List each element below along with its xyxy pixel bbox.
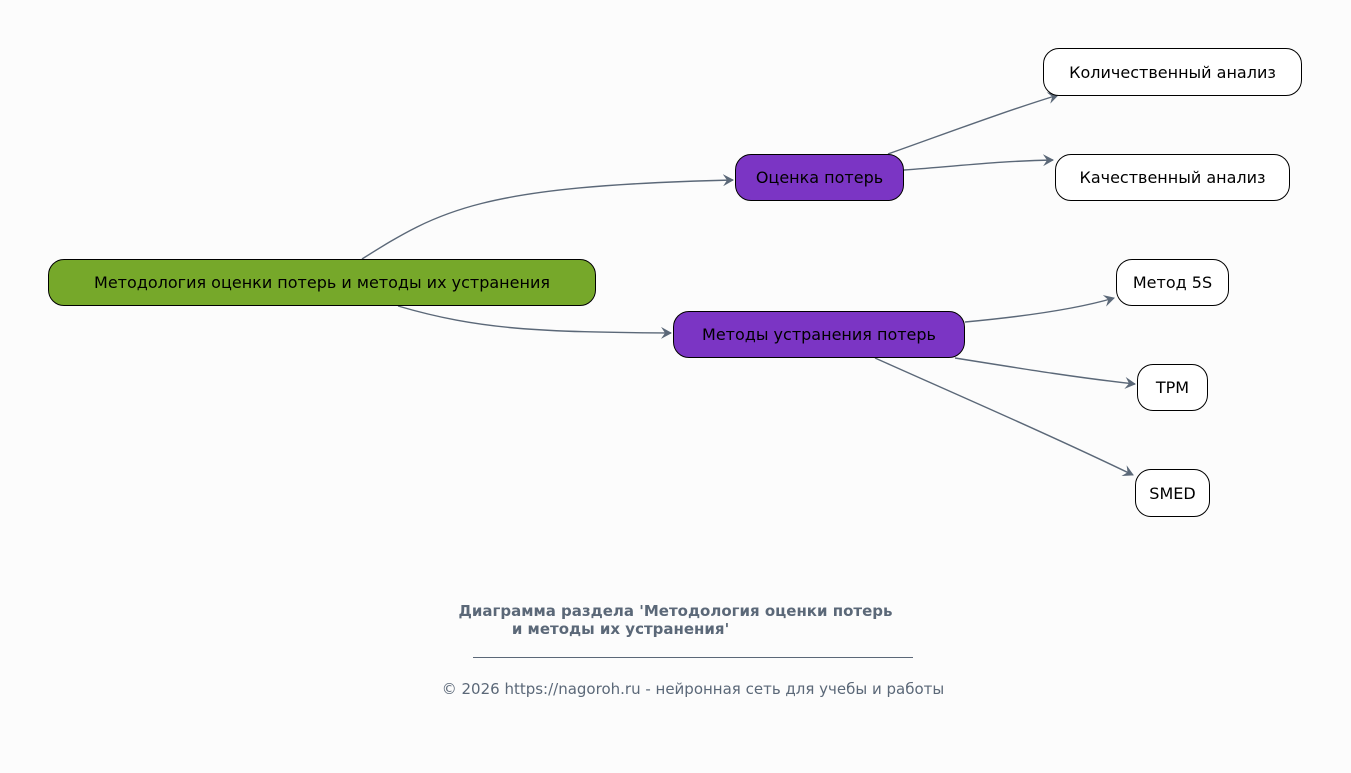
root-node[interactable]: Методология оценки потерь и методы их ус…: [48, 259, 596, 306]
diagram-caption: Диаграмма раздела 'Методология оценки по…: [0, 602, 1351, 638]
leaf-label: Количественный анализ: [1069, 62, 1276, 82]
caption-divider: [473, 657, 913, 658]
leaf-label: Метод 5S: [1132, 273, 1213, 292]
edge-assessment-to-quantitative: [887, 92, 1059, 155]
edge-elimination-to-tpm: [954, 357, 1136, 389]
caption-line-2: и методы их устранения': [511, 620, 730, 638]
root-node-label: Методология оценки потерь и методы их ус…: [94, 273, 550, 292]
leaf-label: Качественный анализ: [1079, 168, 1266, 187]
branch-label: Оценка потерь: [755, 168, 884, 187]
leaf-node-5s[interactable]: Метод 5S: [1116, 259, 1229, 306]
edge-root-to-assessment: [361, 174, 734, 260]
branch-node-elimination[interactable]: Методы устранения потерь: [673, 311, 965, 358]
leaf-node-quantitative[interactable]: Количественный анализ: [1043, 48, 1302, 96]
footer-copyright: © 2026 https://nagoroh.ru - нейронная се…: [441, 680, 945, 698]
caption-line-1: Диаграмма раздела 'Методология оценки по…: [458, 602, 893, 620]
leaf-node-smed[interactable]: SMED: [1135, 469, 1210, 517]
edge-elimination-to-5s: [964, 295, 1115, 323]
leaf-label: TPM: [1155, 378, 1190, 397]
branch-node-assessment[interactable]: Оценка потерь: [735, 154, 904, 201]
edge-assessment-to-qualitative: [903, 154, 1054, 171]
edge-root-to-elimination: [397, 305, 672, 339]
leaf-node-tpm[interactable]: TPM: [1137, 364, 1208, 411]
leaf-label: SMED: [1149, 483, 1196, 503]
branch-label: Методы устранения потерь: [702, 325, 936, 344]
leaf-node-qualitative[interactable]: Качественный анализ: [1055, 154, 1290, 201]
edge-elimination-to-smed: [874, 357, 1134, 477]
